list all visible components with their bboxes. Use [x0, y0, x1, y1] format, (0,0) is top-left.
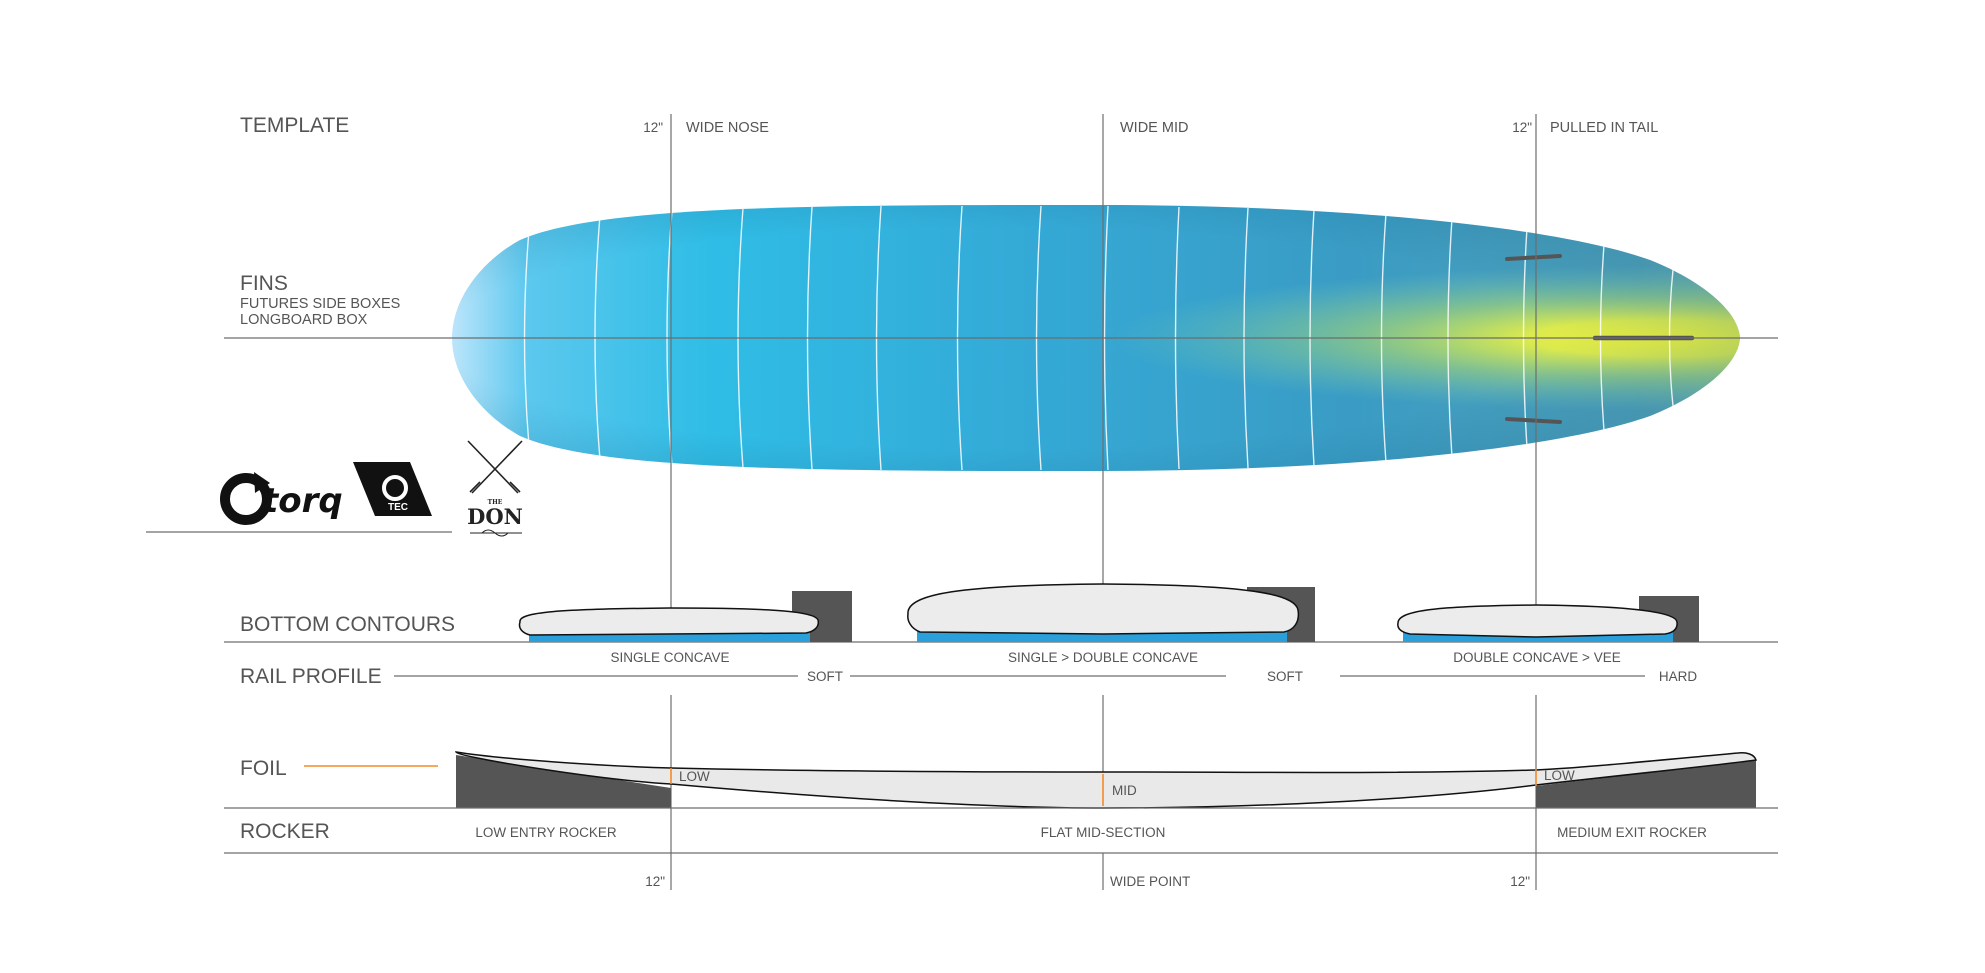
- contour-nose-label: SINGLE CONCAVE: [610, 650, 729, 665]
- wide-nose-label: WIDE NOSE: [686, 120, 769, 136]
- rocker-nose-label: LOW ENTRY ROCKER: [475, 825, 617, 840]
- contour-tail-section: [1397, 596, 1699, 642]
- section-rail-profile-label: RAIL PROFILE: [240, 665, 382, 688]
- fins-sub-label-1: FUTURES SIDE BOXES: [240, 296, 400, 312]
- section-rocker-label: ROCKER: [240, 820, 330, 843]
- don-flourish-icon: [481, 529, 509, 537]
- contour-tail-label: DOUBLE CONCAVE > VEE: [1453, 650, 1620, 665]
- rail-mid-label: SOFT: [1267, 669, 1303, 684]
- rocker-tail-label: MEDIUM EXIT ROCKER: [1557, 825, 1707, 840]
- rocker-mid-label: FLAT MID-SECTION: [1041, 825, 1166, 840]
- tec-badge-icon: [353, 462, 432, 516]
- foil-nose-label: LOW: [679, 769, 710, 784]
- the-don-logo-text: DON: [467, 504, 523, 529]
- nose-measure-label: 12": [643, 120, 663, 135]
- side-fin-box-bottom: [1505, 417, 1562, 424]
- contour-mid-label: SINGLE > DOUBLE CONCAVE: [1008, 650, 1198, 665]
- torq-swirl-icon: [220, 473, 272, 525]
- pulled-in-tail-label: PULLED IN TAIL: [1550, 120, 1658, 136]
- tec-logo: TEC: [353, 462, 432, 516]
- side-fin-box-top: [1505, 254, 1562, 261]
- fins-sub-label-2: LONGBOARD BOX: [240, 312, 368, 328]
- foil-mid-label: MID: [1112, 783, 1137, 798]
- section-template-label: TEMPLATE: [240, 114, 349, 137]
- torq-logo: torq: [220, 472, 343, 525]
- bottom-right-measure: 12": [1510, 874, 1530, 889]
- the-don-logo: THE DON: [467, 440, 523, 537]
- rail-nose-label: SOFT: [807, 669, 843, 684]
- rail-tail-label: HARD: [1659, 669, 1698, 684]
- crossed-swords-icon: [467, 440, 523, 494]
- surfboard-template: [452, 205, 1740, 471]
- wide-mid-label: WIDE MID: [1120, 120, 1188, 136]
- torq-logo-text: torq: [262, 481, 343, 521]
- contour-nose-section: [518, 591, 852, 642]
- section-bottom-contours-label: BOTTOM CONTOURS: [240, 613, 455, 636]
- foil-tail-label: LOW: [1544, 768, 1575, 783]
- section-foil-label: FOIL: [240, 757, 287, 780]
- section-fins-label: FINS: [240, 272, 288, 295]
- the-don-the-text: THE: [488, 499, 503, 506]
- tec-logo-text: TEC: [388, 502, 408, 513]
- bottom-wide-point-label: WIDE POINT: [1110, 874, 1190, 889]
- bottom-left-measure: 12": [645, 874, 665, 889]
- foil-profile: [455, 751, 1757, 809]
- tail-measure-label: 12": [1512, 120, 1532, 135]
- contour-mid-section: [907, 583, 1315, 642]
